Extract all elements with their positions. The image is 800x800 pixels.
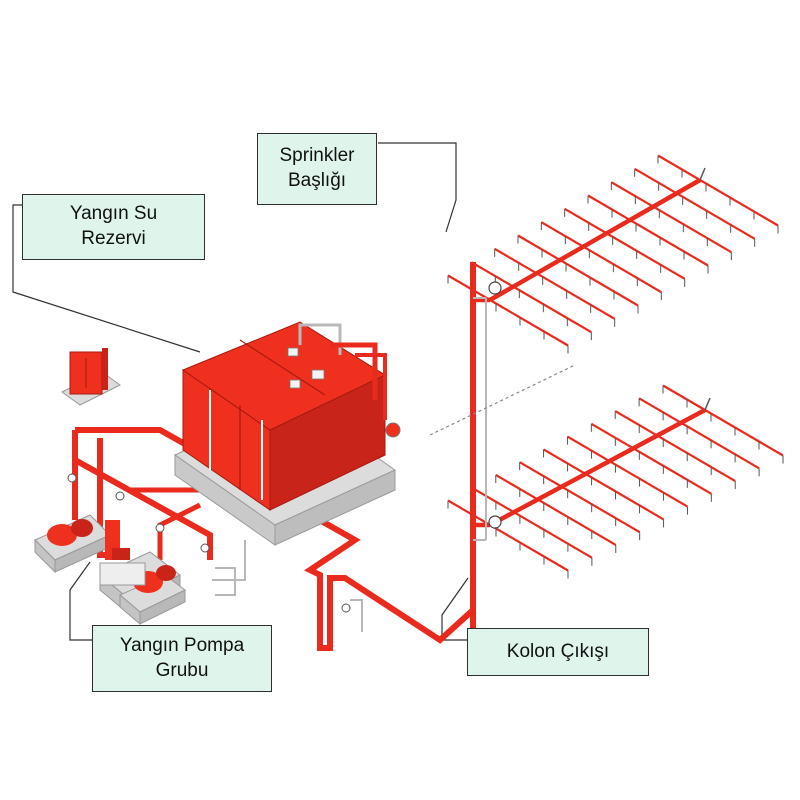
branch-pipe xyxy=(471,486,593,559)
valve-icon xyxy=(115,491,125,501)
leader-line xyxy=(69,561,92,641)
leader-lines xyxy=(12,142,469,641)
branch-pipe xyxy=(519,461,641,534)
branch-pipe xyxy=(587,194,709,267)
sprinkler-grid xyxy=(447,384,784,579)
water-reserve-label-line2: Rezervi xyxy=(81,228,146,249)
fire-pump-3 xyxy=(119,565,186,626)
end-cap-icon xyxy=(704,397,711,411)
riser-column xyxy=(429,262,576,630)
control-panel xyxy=(61,348,121,406)
sprinkler-head-label: Sprinkler Başlığı xyxy=(257,133,377,205)
water-reserve-label-line1: Yangın Su xyxy=(69,203,158,225)
branch-pipe xyxy=(662,384,784,457)
branch-pipe xyxy=(590,422,712,495)
pump-group-label: Yangın Pompa Grubu xyxy=(92,625,272,692)
branch-pipe xyxy=(495,473,617,546)
branch-pipe xyxy=(470,261,592,334)
valve-icon xyxy=(200,543,210,553)
pump-group-label-line1: Yangın Pompa xyxy=(119,634,245,656)
sprinkler-head-label-line1: Sprinkler xyxy=(279,145,355,167)
branch-pipe xyxy=(634,167,756,240)
gauge-icon xyxy=(488,281,502,295)
gauge-icon xyxy=(488,515,502,529)
valve-icon xyxy=(385,422,401,438)
main-branch-pipe xyxy=(488,408,707,527)
valve-icon xyxy=(341,603,351,613)
fire-pump-1 xyxy=(34,514,111,574)
branch-pipe xyxy=(447,274,569,347)
water-tank xyxy=(173,321,401,546)
leader-line xyxy=(378,142,457,233)
column-outlet-label: Kolon Çıkışı xyxy=(467,628,649,676)
branch-pipe xyxy=(517,234,639,307)
sprinkler-head-label-line2: Başlığı xyxy=(287,170,347,191)
branch-pipe xyxy=(564,207,686,280)
column-outlet-label-line1: Kolon Çıkışı xyxy=(506,640,610,662)
branch-pipe xyxy=(566,435,688,508)
end-cap-icon xyxy=(699,167,706,181)
water-reserve-label: Yangın Su Rezervi xyxy=(22,194,205,260)
branch-pipe xyxy=(540,221,662,294)
fire-pump-group xyxy=(34,473,363,632)
valve-icon xyxy=(67,473,77,483)
branch-pipe xyxy=(494,247,616,320)
branch-pipe xyxy=(543,448,665,521)
branch-pipe xyxy=(447,499,569,572)
branch-pipe xyxy=(657,154,779,227)
leader-line xyxy=(12,204,201,353)
leader-line xyxy=(441,577,469,641)
branch-pipe xyxy=(638,397,760,470)
pump-group-label-line2: Grubu xyxy=(155,659,209,681)
branch-pipe xyxy=(614,410,736,483)
sprinkler-grid xyxy=(447,154,779,354)
sprinkler-system xyxy=(447,154,784,579)
branch-pipe xyxy=(610,181,732,254)
valve-icon xyxy=(155,523,165,533)
main-branch-pipe xyxy=(488,178,702,302)
